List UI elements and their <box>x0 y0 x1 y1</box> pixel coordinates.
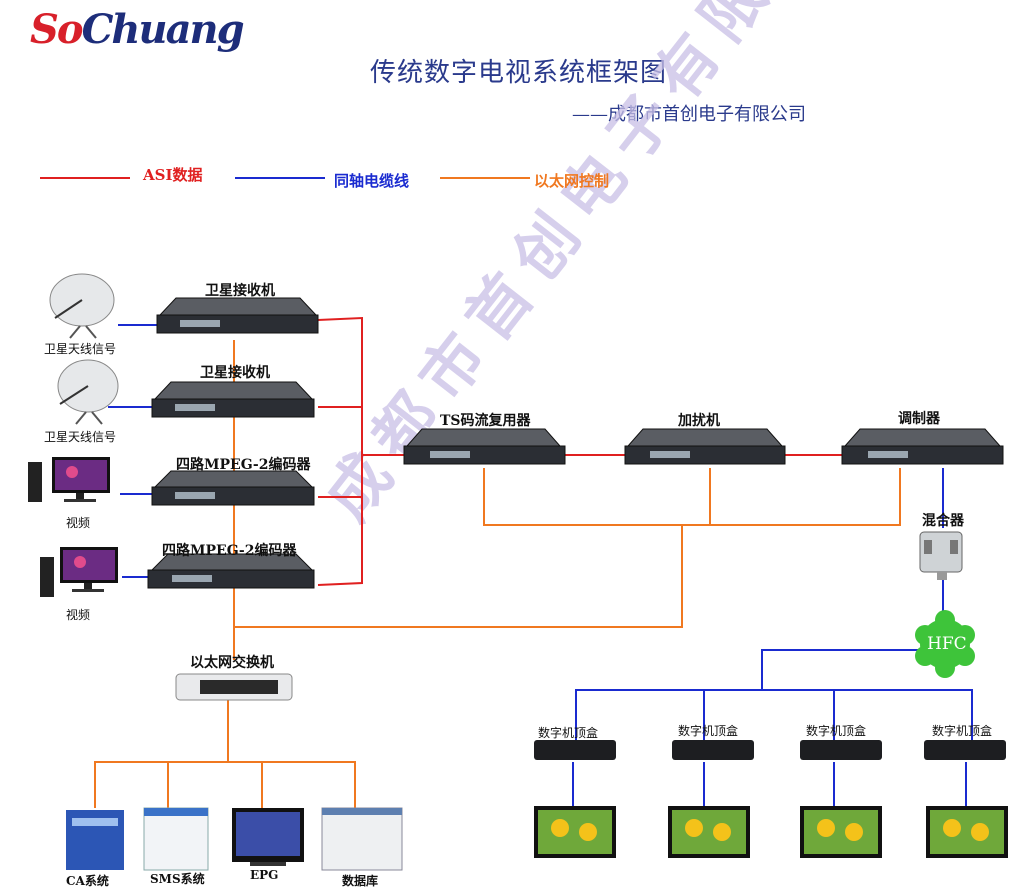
stb1-label: 数字机顶盒 <box>538 726 599 740</box>
db-screen <box>321 807 403 871</box>
ca-label: CA系统 <box>66 874 109 888</box>
dish1-label: 卫星天线信号 <box>44 342 117 356</box>
company-logo: SoChuang <box>30 6 245 53</box>
modulator-unit <box>841 428 1004 465</box>
hfc-label: HFC <box>927 634 967 654</box>
video1-label: 视频 <box>66 516 91 530</box>
diagram-title: 传统数字电视系统框架图 <box>370 58 668 88</box>
stb2-label: 数字机顶盒 <box>678 724 739 738</box>
sat-rx2-label: 卫星接收机 <box>200 365 270 381</box>
encoder1-unit <box>151 470 315 506</box>
switch-label: 以太网交换机 <box>190 655 274 671</box>
pc2-icon <box>40 547 118 597</box>
legend-ethernet-label: 以太网控制 <box>534 172 610 190</box>
modulator-label: 调制器 <box>898 411 940 427</box>
hfc-icon <box>915 610 975 678</box>
video2-label: 视频 <box>66 608 91 622</box>
db-label: 数据库 <box>342 874 379 888</box>
dish2-icon <box>57 359 119 425</box>
tv-units <box>534 806 1008 858</box>
legend-coax-label: 同轴电缆线 <box>334 172 410 190</box>
sat-rx2-unit <box>151 381 315 418</box>
encoder2-label: 四路MPEG-2编码器 <box>162 543 297 559</box>
switch-icon <box>175 673 293 701</box>
coax-lines <box>108 324 973 806</box>
scrambler-label: 加扰机 <box>678 413 720 429</box>
scrambler-unit <box>624 428 786 465</box>
ts-mux-label: TS码流复用器 <box>440 413 531 429</box>
stb4-label: 数字机顶盒 <box>932 724 993 738</box>
dish2-label: 卫星天线信号 <box>44 430 117 444</box>
mixer-icon <box>919 531 963 580</box>
diagram-subtitle: ——成都市首创电子有限公司 <box>572 104 806 125</box>
stb-units <box>534 740 1006 760</box>
epg-label: EPG <box>250 868 279 882</box>
dish1-icon <box>49 273 115 339</box>
mixer-label: 混合器 <box>922 513 964 529</box>
rack-units <box>147 297 1004 589</box>
sat-rx1-label: 卫星接收机 <box>205 283 275 299</box>
epg-screen <box>232 808 304 866</box>
legend-asi-label: ASI数据 <box>143 166 203 184</box>
sms-screen <box>143 807 209 871</box>
ethernet-lines <box>94 340 901 808</box>
asi-lines <box>317 316 842 586</box>
sat-rx1-unit <box>156 297 319 334</box>
tsmux-unit <box>403 428 566 465</box>
pc1-icon <box>28 457 110 502</box>
encoder2-unit <box>147 553 315 589</box>
ca-screen <box>66 810 124 870</box>
stb3-label: 数字机顶盒 <box>806 724 867 738</box>
encoder1-label: 四路MPEG-2编码器 <box>176 457 311 473</box>
sms-label: SMS系统 <box>150 872 205 886</box>
